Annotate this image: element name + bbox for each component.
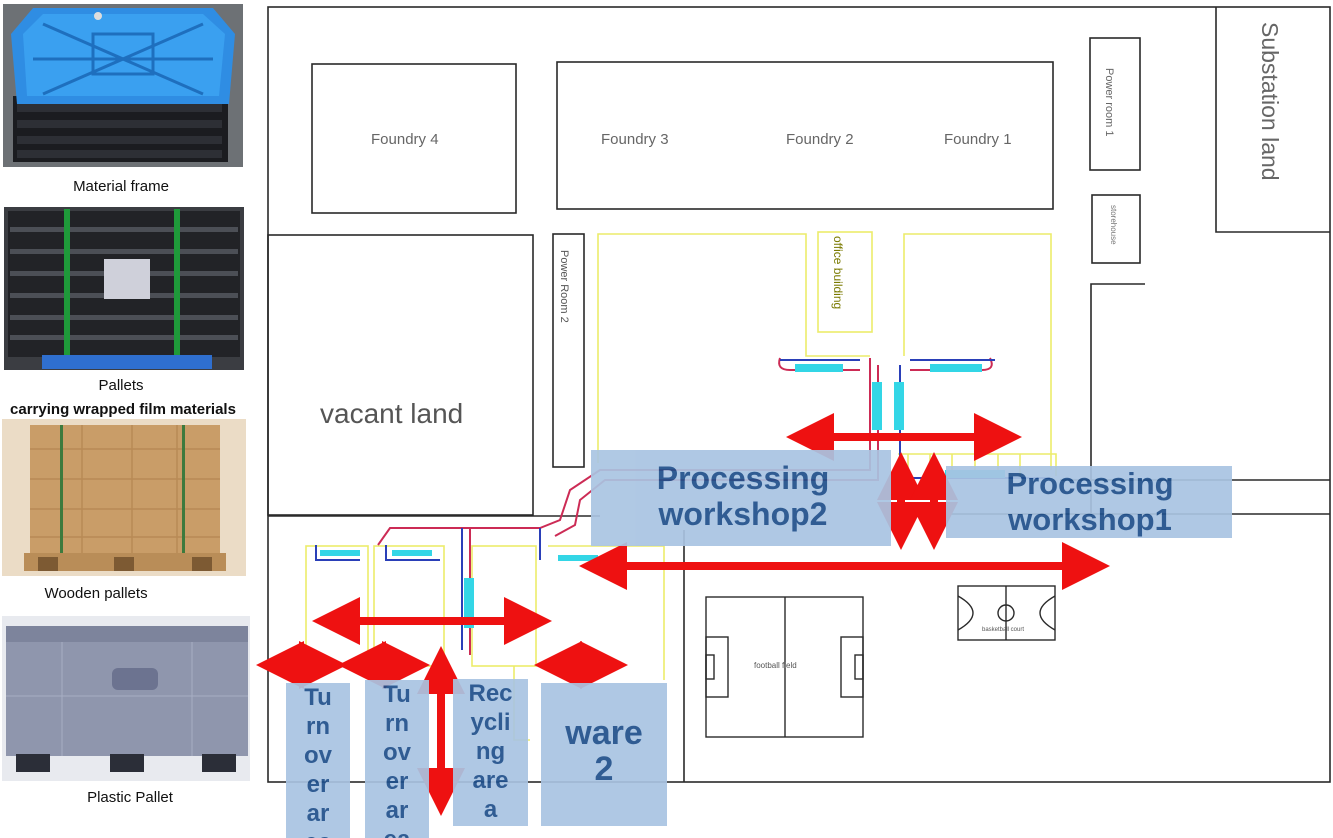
storehouse-block: [1091, 194, 1141, 264]
ware2-box: ware 2: [541, 683, 667, 826]
wooden-pallets-photo: [2, 419, 246, 576]
plastic-pallet-caption: Plastic Pallet: [87, 789, 173, 806]
foundry3-label: Foundry 3: [601, 131, 669, 148]
basketball-court-label: basketball court: [982, 627, 1025, 633]
football-field-label: football field: [754, 661, 797, 670]
processing-workshop2-box: Processing workshop2: [591, 450, 891, 546]
turnover-area-b-box: Tu rn ov er ar ea: [365, 680, 429, 838]
substation-block: [1215, 7, 1330, 233]
material-frame-caption: Material frame: [73, 178, 169, 195]
power-room1-label: Power room 1: [1103, 68, 1115, 137]
processing-workshop1-label: Processing workshop1: [1006, 466, 1174, 537]
foundry2-label: Foundry 2: [786, 131, 854, 148]
power-room1-block: [1089, 37, 1141, 171]
wooden-pallets-caption: Wooden pallets: [44, 585, 148, 602]
turnover-area-a-box: Tu rn ov er ar ea: [286, 683, 350, 838]
power-room2-label: Power Room 2: [558, 250, 570, 323]
wrapped-pallets-photo: [4, 207, 244, 370]
vacant-land-label: vacant land: [320, 398, 464, 429]
pallets-caption: Pallets: [98, 377, 144, 394]
pallets-caption-2: carrying wrapped film materials: [10, 401, 236, 418]
ware2-label: ware 2: [565, 714, 643, 788]
processing-workshop1-box: Processing workshop1: [946, 466, 1232, 538]
substation-label: Substation land: [1257, 22, 1283, 181]
turnover-area-b-label: Tu rn ov er ar ea: [382, 681, 411, 838]
foundry4-block: [311, 63, 517, 214]
plastic-pallet-photo: [2, 616, 250, 781]
processing-workshop2-label: Processing workshop2: [656, 460, 830, 532]
foundry4-label: Foundry 4: [371, 131, 439, 148]
storehouse-label: storehouse: [1109, 205, 1118, 245]
foundry123-block: [556, 61, 1054, 210]
recycling-area-box: Rec ycli ng are a: [453, 679, 528, 826]
vacant-land-block: [267, 234, 534, 516]
office-building-label: office building: [831, 236, 845, 310]
power-room2-block: [552, 233, 585, 468]
turnover-area-a-label: Tu rn ov er ar ea: [303, 684, 332, 838]
recycling-area-label: Rec ycli ng are a: [468, 680, 513, 823]
material-frame-photo: [3, 4, 243, 167]
foundry1-label: Foundry 1: [944, 131, 1012, 148]
